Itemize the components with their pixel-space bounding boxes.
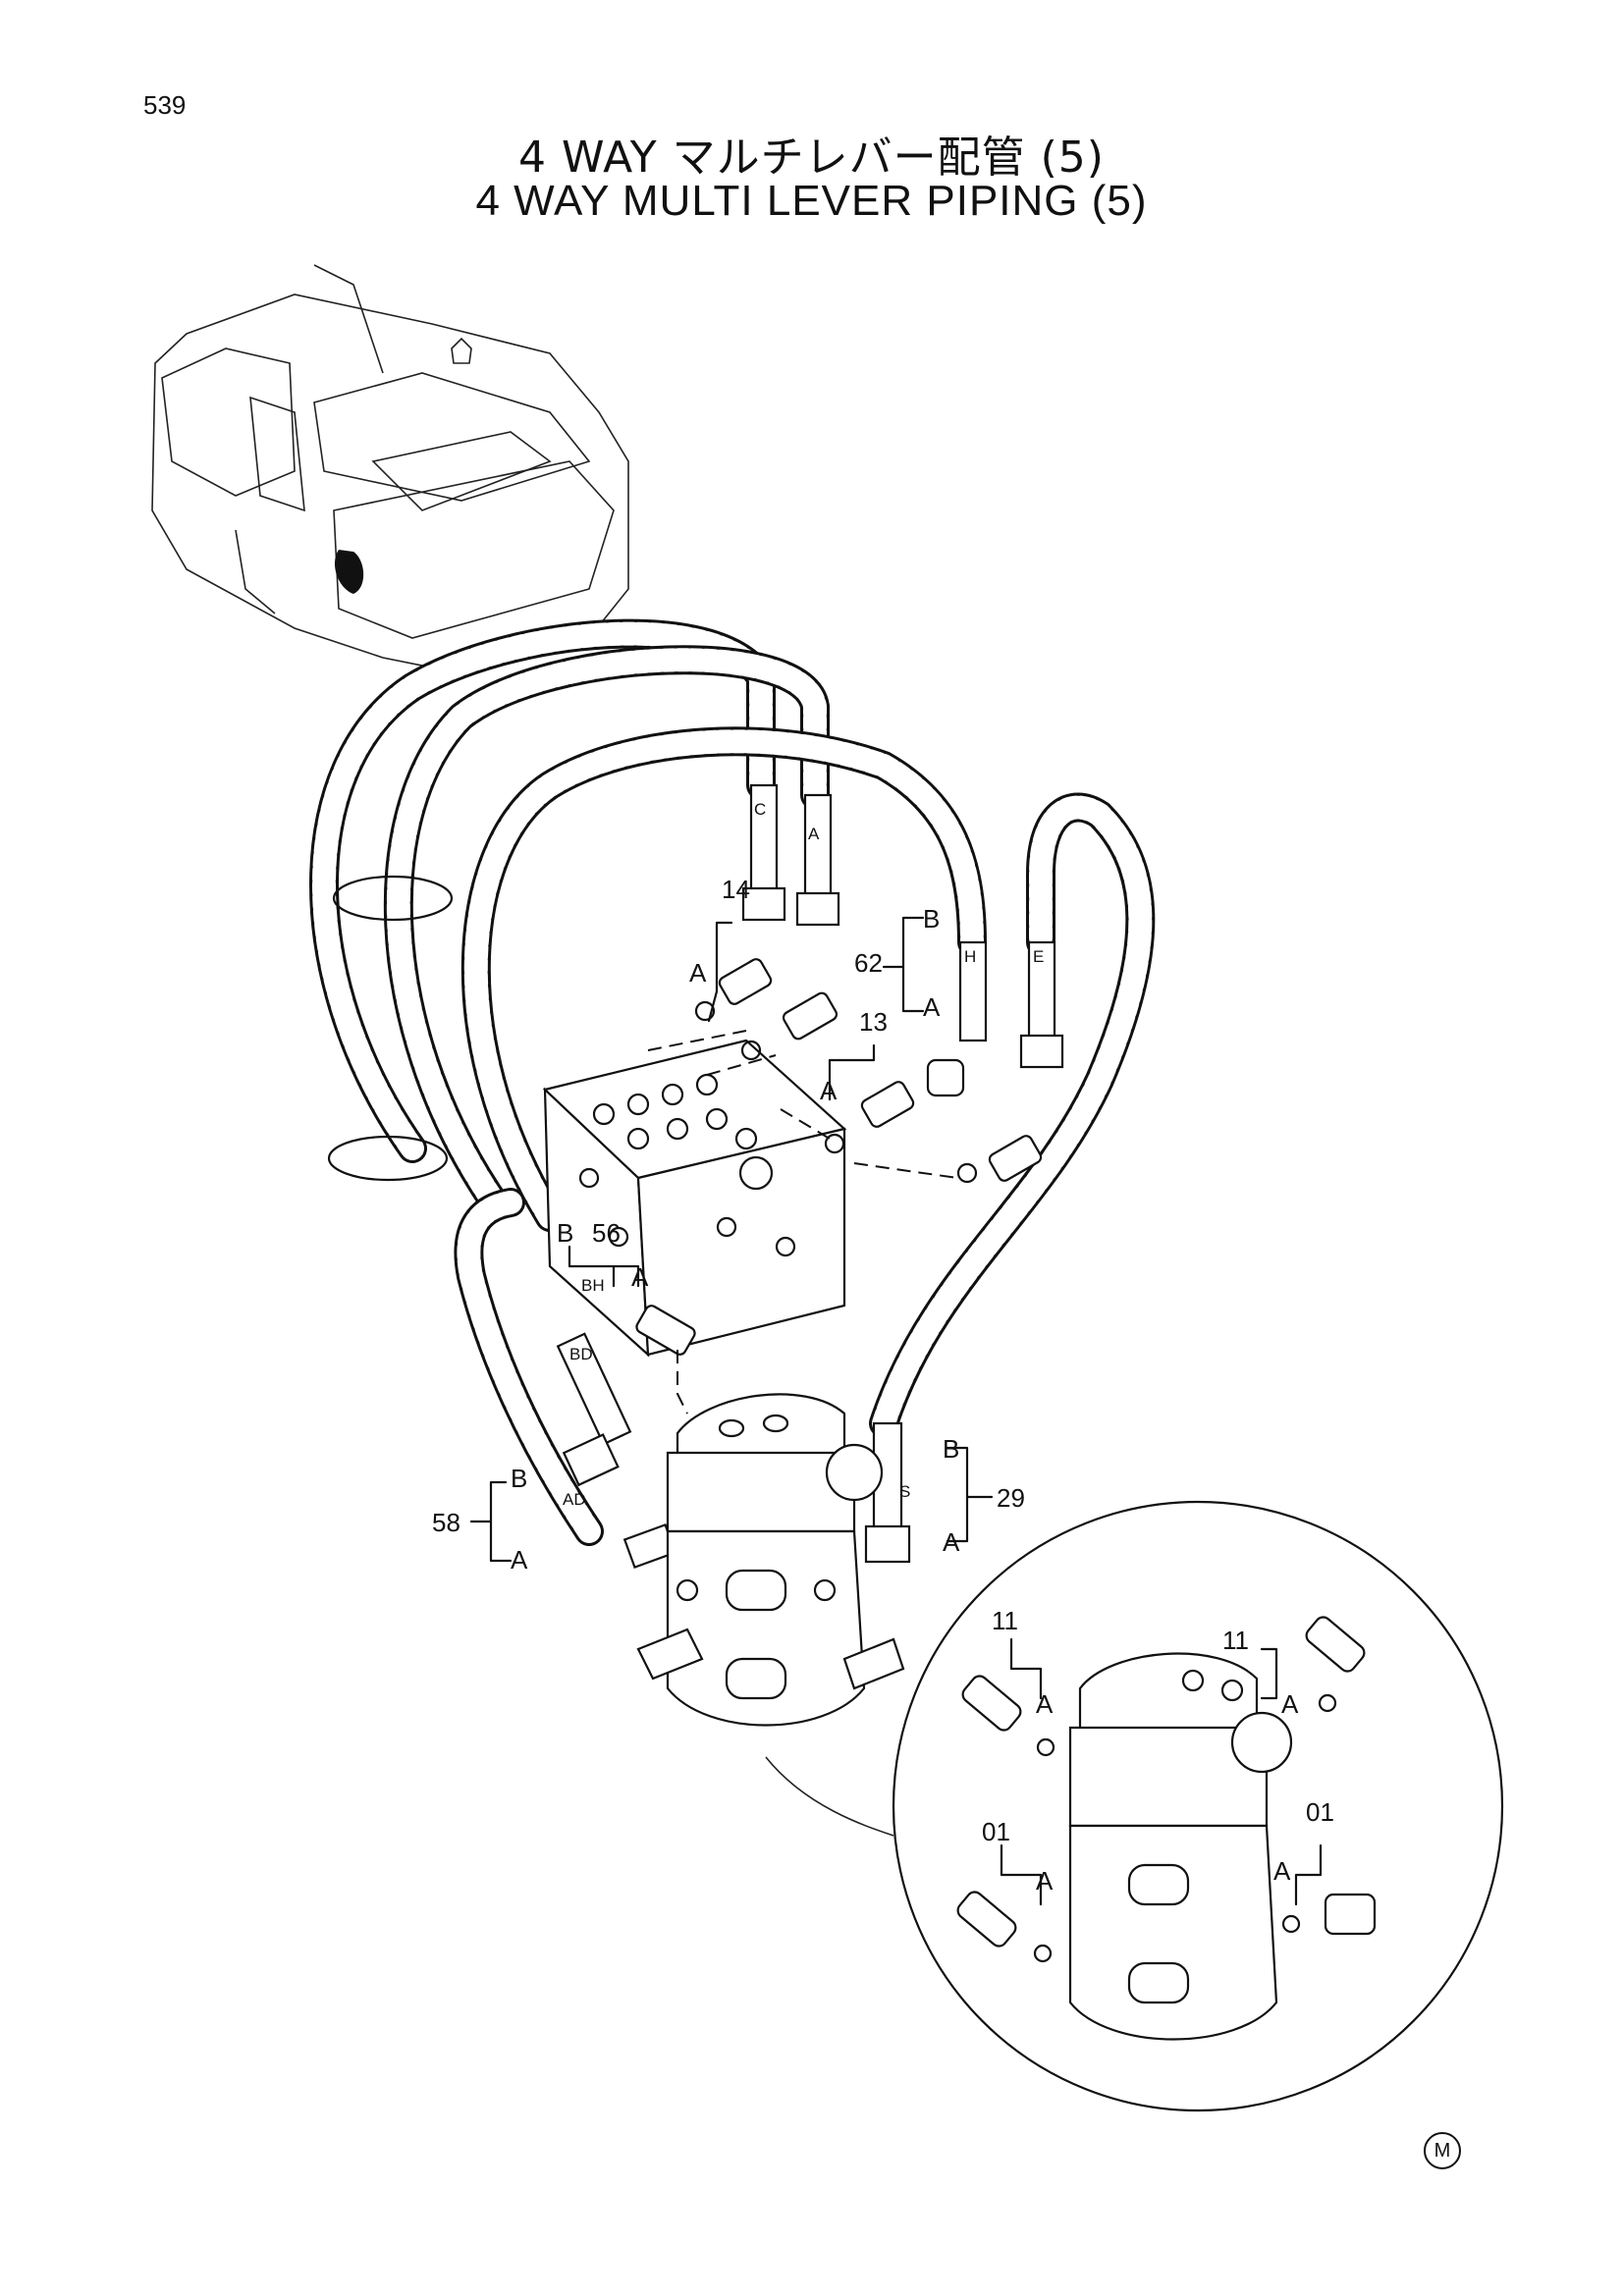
hose-mark-bd: BD: [569, 1345, 593, 1363]
hose-mark-c: C: [754, 800, 766, 819]
callout-01-right: 01: [1306, 1797, 1334, 1827]
port-fittings: [635, 958, 1043, 1356]
callout-a-58: A: [511, 1545, 528, 1575]
callout-a-01-left: A: [1036, 1866, 1054, 1896]
callout-58: 58: [432, 1508, 460, 1537]
hose-marks: C A H E BH BD AD S: [563, 800, 1044, 1509]
callout-b-58: B: [511, 1464, 527, 1493]
callout-01-left: 01: [982, 1817, 1010, 1846]
callout-leaders: [469, 916, 1323, 1906]
detail-inset: [892, 1500, 1504, 2112]
excavator-cab-thumbnail: [151, 264, 629, 668]
m-mark: M: [1424, 2132, 1461, 2169]
callout-13: 13: [859, 1007, 888, 1037]
page-title-japanese: 4 WAY マルチレバー配管 (5): [518, 133, 1105, 183]
multi-control-valve: [636, 1393, 905, 1837]
callout-b-62: B: [923, 904, 940, 934]
hose-mark-h: H: [964, 947, 976, 966]
hose-fittings: [556, 783, 1064, 1570]
callout-a-11-left: A: [1036, 1689, 1054, 1719]
page-number: 539: [143, 90, 187, 120]
callout-a-13: A: [820, 1076, 838, 1105]
hose-mark-e: E: [1033, 947, 1044, 966]
hose-mark-bh: BH: [581, 1276, 605, 1295]
page-title-english: 4 WAY MULTI LEVER PIPING (5): [475, 177, 1148, 225]
callout-b-29: B: [943, 1434, 959, 1464]
callout-labels: 14 A 62 B A 13 A 56 B A 58 B A 29 B A 11…: [432, 875, 1334, 1896]
callout-a-29: A: [943, 1527, 960, 1557]
callout-29: 29: [997, 1483, 1025, 1513]
port-block: [542, 1039, 847, 1358]
callout-11-left: 11: [992, 1606, 1018, 1635]
callout-11-right: 11: [1222, 1626, 1249, 1655]
callout-a-62: A: [923, 992, 941, 1022]
hose-mark-a: A: [808, 825, 820, 843]
connection-dashes: [647, 1030, 958, 1415]
callout-a-11-right: A: [1281, 1689, 1299, 1719]
callout-b-56: B: [557, 1218, 573, 1248]
callout-56: 56: [592, 1218, 621, 1248]
callout-a-01-right: A: [1273, 1856, 1291, 1886]
hose-clamps: [327, 875, 454, 1182]
callout-62: 62: [854, 948, 883, 978]
hose-mark-s: S: [899, 1482, 910, 1501]
callout-14: 14: [722, 875, 750, 904]
flexible-hoses: [309, 618, 1156, 1546]
callout-a-14: A: [689, 958, 707, 988]
hose-mark-ad: AD: [563, 1490, 586, 1509]
callout-a-56: A: [631, 1262, 649, 1292]
